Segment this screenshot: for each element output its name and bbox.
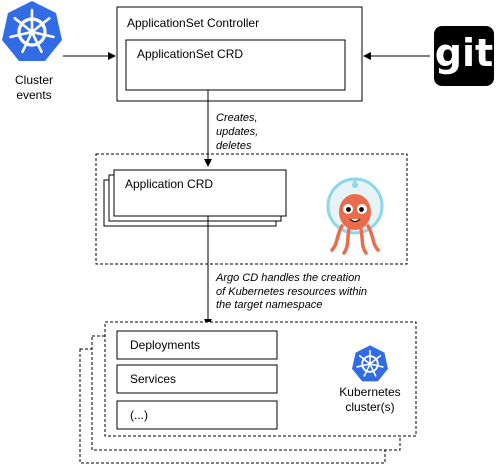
git-logo-text: git (435, 31, 493, 75)
argo-octopus-icon (326, 177, 384, 255)
application-crd-box (113, 169, 287, 217)
deployments-label: Deployments (130, 338, 200, 352)
more-resources-box (116, 400, 278, 430)
applicationset-crd-box (125, 39, 346, 91)
argo-label-line3: the target namespace (216, 299, 322, 311)
git-logo-icon: git (434, 26, 494, 86)
cluster-events-label-line1: Cluster (15, 73, 53, 87)
kubernetes-cluster-icon (352, 345, 388, 382)
kubernetes-cluster-label-line1: Kubernetes (339, 385, 400, 399)
updates-label: updates, (216, 126, 258, 138)
kubernetes-cluster-label-line2: cluster(s) (345, 400, 394, 414)
cluster-events-label-line2: events (16, 88, 51, 102)
argo-label-line1: Argo CD handles the creation (215, 272, 360, 284)
application-crd-label: Application CRD (125, 177, 213, 191)
applicationset-crd-label: ApplicationSet CRD (137, 47, 243, 61)
kubernetes-logo-icon (2, 1, 62, 61)
applicationset-controller-title: ApplicationSet Controller (127, 16, 259, 30)
more-resources-label: (...) (130, 408, 148, 422)
creates-label: Creates, (216, 112, 258, 124)
deployments-box (116, 330, 278, 360)
argocd-container (95, 153, 408, 265)
argo-label-line2: of Kubernetes resources within (216, 286, 367, 298)
deletes-label: deletes (216, 140, 252, 152)
services-label: Services (130, 372, 176, 386)
services-box (116, 364, 278, 394)
